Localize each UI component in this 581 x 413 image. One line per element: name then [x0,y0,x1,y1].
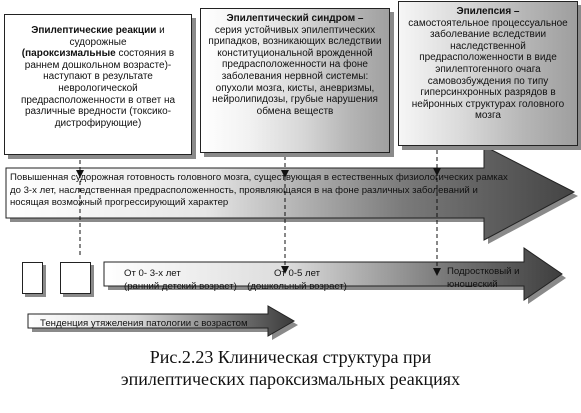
figure-caption: Рис.2.23 Клиническая структура при эпиле… [0,346,581,390]
age-early-label: От 0- 3-х лет (ранний детский возраст) [124,268,264,293]
main-arrow [5,145,576,241]
arrowhead-age-preschool [281,266,289,274]
age-early-line-1: От 0- 3-х лет [124,268,181,279]
small-square-1 [22,262,43,294]
box-epilepsy-title: Эпилепсия – [456,6,520,17]
small-square-2 [60,262,91,294]
box-reactions-bold: (пароксизмальные [21,48,116,60]
arrowhead-epilepsy [433,168,441,176]
trend-arrow-text: Тенденция утяжеления патологии с возраст… [40,318,248,329]
arrowhead-syndrome [281,170,289,178]
box-syndrome-title: Эпилептический синдром – [226,13,364,24]
caption-line-2: эпилептических пароксизмальных реакциях [120,369,461,389]
box-syndrome-text: серия устойчивых эпилептических припадко… [208,24,382,117]
box-epilepsy: Эпилепсия – самостоятельное процессуальн… [398,1,578,146]
arrowhead-reactions [76,170,84,178]
age-preschool-label: От 0-5 лет (дошкольный возраст) [232,268,362,293]
arrowhead-age-teen [433,268,441,276]
box-epileptic-syndrome: Эпилептический синдром – серия устойчивы… [200,8,390,153]
age-preschool-line-2: (дошкольный возраст) [247,280,347,292]
age-teen-line-2: юношеский [447,278,498,290]
caption-line-1: Рис.2.23 Клиническая структура при [149,347,432,367]
box-reactions-text-1: и судорожные [69,25,165,48]
age-arrow [103,247,563,301]
box-reactions-text-2: состояния в раннем дошкольном возрасте)-… [20,48,176,129]
main-arrow-text: Повышенная судорожная готовность головно… [10,172,508,209]
box-epileptic-reactions: Эпилептические реакции и судорожные (пар… [4,14,192,155]
age-preschool-line-1: От 0-5 лет [273,268,321,279]
trend-arrow [27,305,296,337]
age-teen-line-1: Подростковый и [447,266,520,277]
box-epilepsy-text: самостоятельное процессуальное заболеван… [408,17,568,122]
age-early-line-2: (ранний детский возраст) [124,280,237,292]
box-reactions-title: Эпилептические реакции [31,25,157,36]
age-teen-label: Подростковый и юношеский [447,266,557,291]
